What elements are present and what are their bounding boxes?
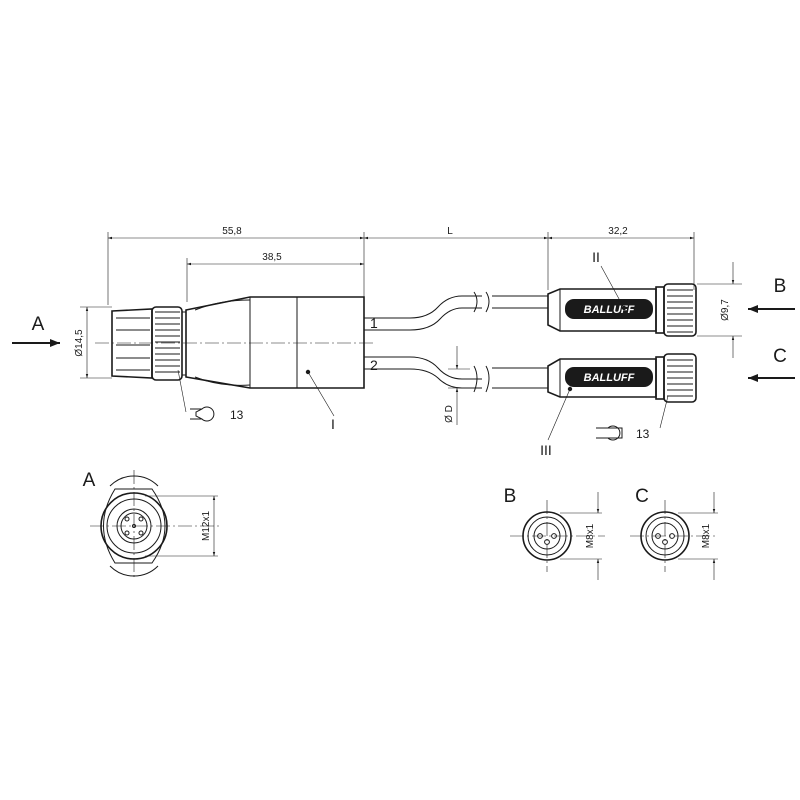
wrench-icon-main: 13 <box>177 369 244 422</box>
callout-iii-label: III <box>540 442 552 458</box>
callout-ii-label: II <box>592 249 600 265</box>
view-b-title: B <box>504 486 517 507</box>
dim-main-diameter-label: 14,5 <box>74 329 85 349</box>
dim-end-label: 32,2 <box>608 226 628 237</box>
dimension-cable-length: L <box>364 226 549 290</box>
dim-cable-diameter-label: D <box>444 405 455 412</box>
svg-text:Ø9,7: Ø9,7 <box>720 299 731 321</box>
dimension-end: 32,2 <box>548 226 695 290</box>
cable-leg-2: 2 <box>364 356 548 393</box>
view-a-label: A <box>32 314 45 335</box>
diameter-symbol: Ø <box>74 349 85 357</box>
dim-body-label: 38,5 <box>262 252 282 263</box>
dimension-main-diameter: Ø14,5 <box>74 306 112 379</box>
thread-b-label: M8x1 <box>585 523 596 548</box>
view-arrow-c: C <box>748 346 795 382</box>
view-arrow-a: A <box>12 314 60 347</box>
brand-logo-bottom: BALLUFF <box>584 372 635 384</box>
view-c-title: C <box>635 486 649 507</box>
callout-i-label: I <box>331 416 335 432</box>
callout-ii: II <box>592 249 627 311</box>
brand-logo-top: BALLUFF <box>584 304 635 316</box>
view-a-front: A M12x1 <box>83 470 220 580</box>
view-c-label: C <box>773 346 787 367</box>
dim-overall-label: 55,8 <box>222 226 242 237</box>
wrench-main-label: 13 <box>230 408 244 422</box>
m8-connector-bottom: BALLUFF <box>547 353 697 403</box>
dimension-end-diameter: Ø9,7 <box>697 262 742 358</box>
m8-connector-top: BALLUFF <box>547 283 697 337</box>
thread-a-label: M12x1 <box>201 511 212 541</box>
leg-2-label: 2 <box>370 357 378 373</box>
y-splitter-body <box>185 296 365 389</box>
view-b-front: B M8x1 <box>504 486 605 580</box>
wrench-end-label: 13 <box>636 427 650 441</box>
view-a-title: A <box>83 470 96 491</box>
svg-text:Ø D: Ø D <box>444 405 455 423</box>
wrench-icon-end: 13 <box>596 395 669 441</box>
dimension-cable-diameter: Ø D <box>444 346 470 425</box>
callout-i: I <box>305 369 335 432</box>
dim-end-diameter-label: 9,7 <box>720 299 731 313</box>
view-arrow-b: B <box>748 276 795 313</box>
m12-connector <box>111 306 186 381</box>
callout-iii: III <box>540 386 573 458</box>
cable-leg-1: 1 <box>364 291 548 331</box>
dim-cable-label: L <box>447 226 453 237</box>
dimension-overall: 55,8 <box>107 226 365 305</box>
dimension-body: 38,5 <box>186 252 364 302</box>
view-b-label: B <box>774 276 787 297</box>
svg-text:Ø14,5: Ø14,5 <box>74 329 85 357</box>
thread-c-label: M8x1 <box>701 523 712 548</box>
view-c-front: C M8x1 <box>630 486 718 580</box>
leg-1-label: 1 <box>370 315 378 331</box>
